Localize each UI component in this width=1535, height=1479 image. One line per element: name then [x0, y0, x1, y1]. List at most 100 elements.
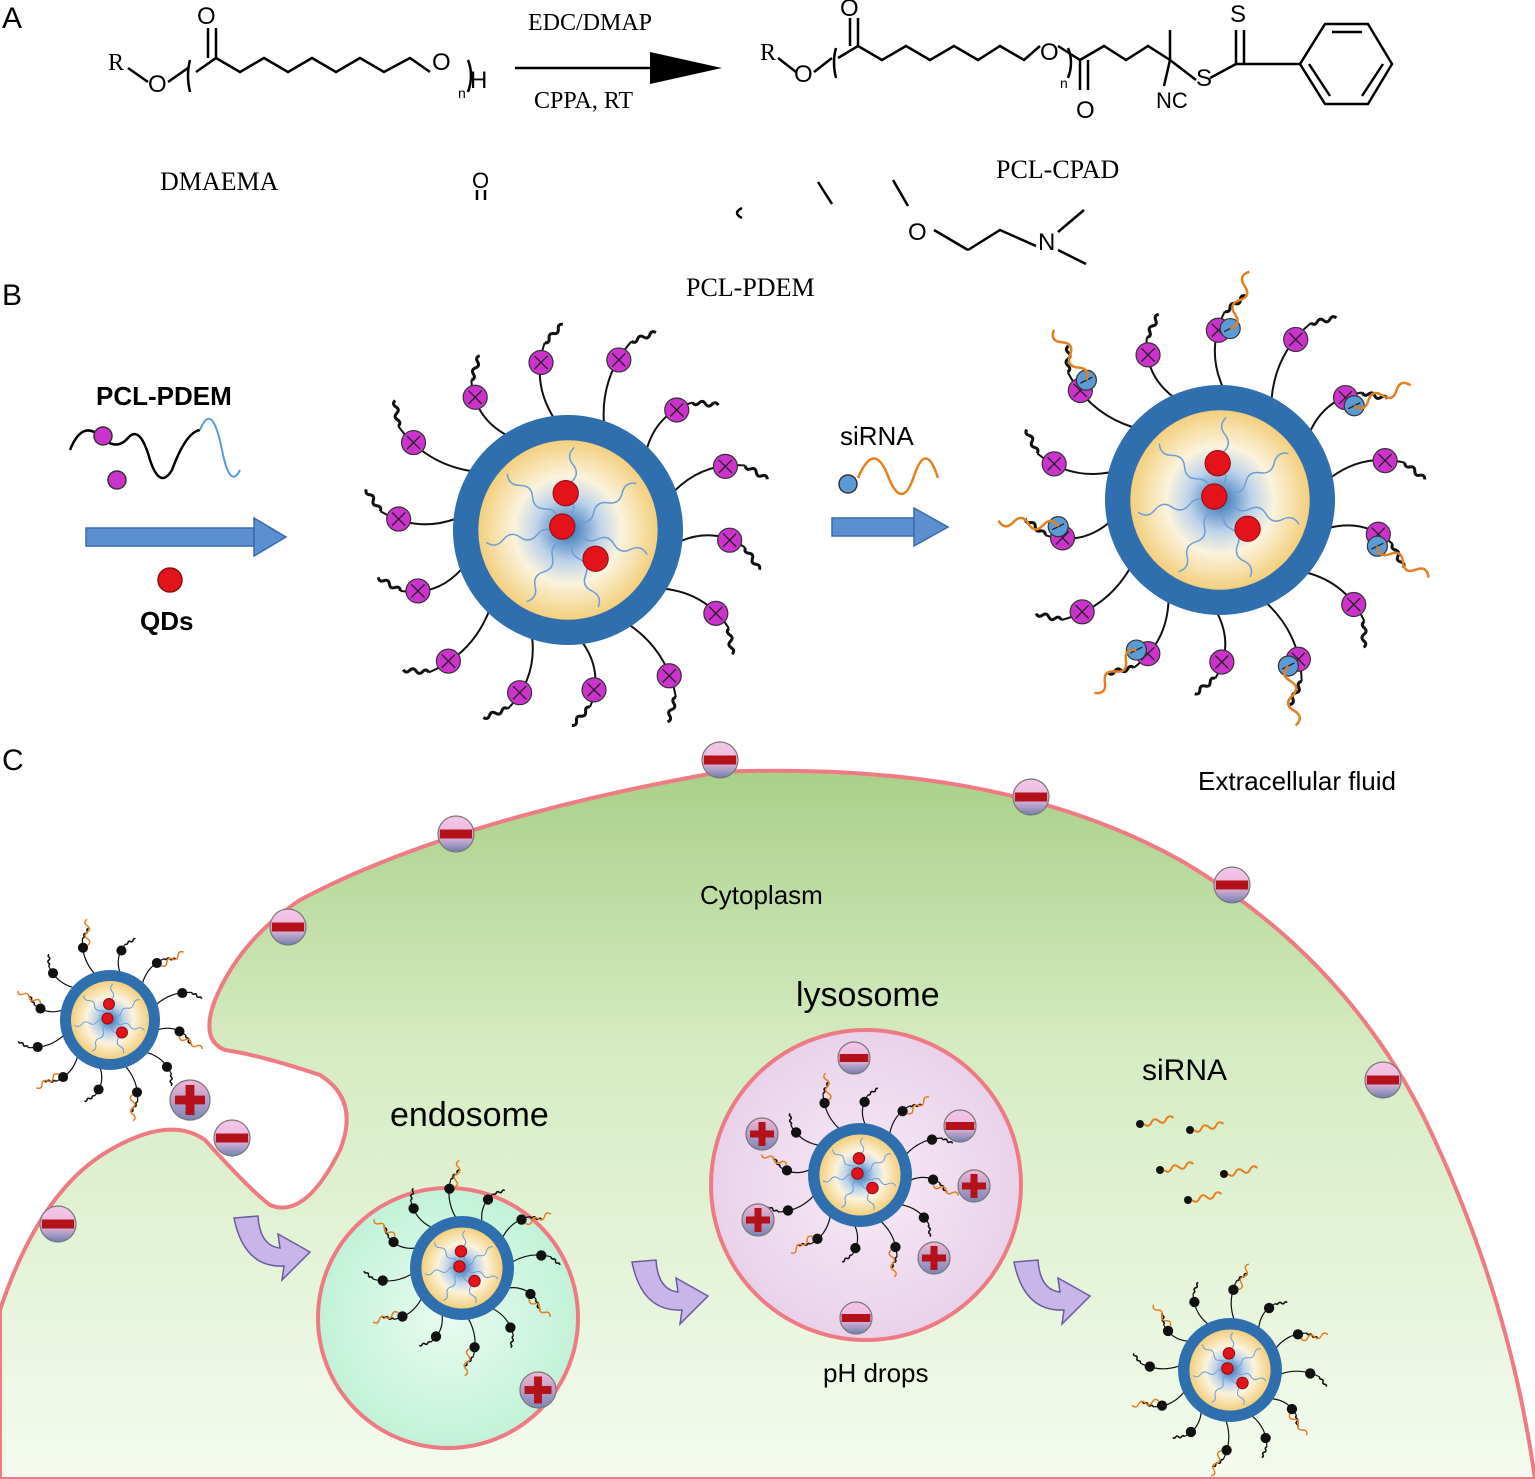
corona-tail: [630, 330, 657, 344]
sirna-strand: [888, 1249, 897, 1278]
sirna-label-b: siRNA: [840, 421, 914, 451]
corona-tail: [1034, 612, 1063, 622]
corona-chain: [901, 1204, 930, 1226]
core-strand: [467, 1269, 499, 1280]
corona-chain: [156, 991, 193, 1005]
corona-tail: [169, 1073, 173, 1087]
quantum-dot: [549, 513, 576, 540]
sirna-strand: [373, 1219, 396, 1237]
corona-chain: [397, 425, 473, 473]
corona-chain: [27, 1035, 64, 1049]
corona-tail: [191, 992, 203, 999]
core-strand: [1178, 511, 1214, 573]
quantum-dot: [1204, 450, 1231, 477]
charged-bead: [1162, 1325, 1174, 1337]
quantum-dot: [103, 998, 115, 1010]
corona-tail: [364, 488, 383, 512]
sirna-strand: [932, 1184, 960, 1196]
fragment-o: O: [472, 168, 489, 193]
corona-chain: [393, 1298, 422, 1321]
charged-bead: [93, 1084, 104, 1095]
core-strand: [861, 1180, 875, 1211]
product-o-mid: O: [1040, 39, 1059, 66]
corona-tail: [509, 1335, 515, 1349]
corona-tail: [1194, 676, 1216, 696]
corona-chain: [141, 957, 165, 984]
corona-tail: [84, 1094, 95, 1103]
corona-tail: [1146, 312, 1160, 339]
charged-bead: [161, 1061, 173, 1072]
core-strand: [580, 533, 648, 555]
reactant-structure: [127, 28, 473, 93]
sirna-strand: [1288, 1413, 1308, 1436]
corona-chain: [1066, 371, 1135, 429]
sirna-strand: [1193, 1121, 1225, 1133]
corona-tail: [841, 1254, 853, 1263]
corona-chain: [1140, 1362, 1180, 1370]
corona-chain: [502, 1215, 531, 1238]
charged-bead: [177, 987, 188, 999]
corona-chain: [448, 1178, 457, 1218]
charged-bead: [482, 1194, 494, 1205]
sirna-strand: [907, 1096, 930, 1115]
reactant-o-ester: O: [148, 71, 167, 98]
sirna-strand: [1227, 1165, 1259, 1177]
charged-bead: [927, 1174, 939, 1185]
corona-chain: [492, 1308, 515, 1337]
core-strand: [571, 542, 601, 608]
qd-label: QDs: [140, 606, 193, 636]
sirna-strand: [129, 1094, 136, 1122]
corona-chain: [790, 1124, 819, 1146]
quantum-dot: [552, 480, 579, 507]
corona-chain: [628, 623, 677, 698]
corona-chain: [1275, 1332, 1307, 1349]
sirna-bead: [1156, 1166, 1164, 1174]
corona-tail: [725, 627, 736, 656]
free-sirna-group: [1136, 1115, 1259, 1204]
corona-tail: [927, 1224, 932, 1238]
core-strand: [1232, 503, 1300, 525]
sirna-strand: [372, 1310, 399, 1324]
corona-chain: [125, 1066, 139, 1103]
charged-bead: [1260, 1432, 1271, 1444]
panel-a: A R O O O n H EDC/DMAP CPPA, RT: [2, 0, 1394, 302]
product-s-thio: S: [1230, 1, 1246, 28]
charged-bead: [151, 957, 162, 969]
core-strand: [1137, 498, 1207, 516]
corona-chain: [1251, 1415, 1268, 1447]
corona-tail: [482, 706, 509, 721]
charged-bead: [536, 1250, 547, 1261]
quantum-dot: [453, 1260, 466, 1273]
core-strand: [1211, 1374, 1228, 1403]
sirna-strand: [1163, 1161, 1195, 1173]
core-strand: [1235, 1348, 1262, 1368]
core-strand: [91, 1024, 108, 1052]
sirna-strand: [528, 1299, 551, 1317]
sirna-strand: [1353, 381, 1412, 410]
sirna-strand: [525, 1212, 552, 1226]
corona-tail: [409, 1187, 415, 1201]
sirna-strand: [161, 950, 184, 968]
quantum-dot: [1236, 1376, 1249, 1390]
corona-tail: [743, 465, 769, 480]
corona-tail: [544, 322, 563, 345]
core-strand: [74, 1019, 105, 1028]
corona-tail: [1309, 315, 1338, 326]
charged-bead: [469, 1342, 480, 1353]
membrane-charges: [39, 741, 1402, 1243]
corona-chain: [889, 1105, 911, 1134]
corona-tail: [1172, 1434, 1186, 1439]
product-o-ester: O: [794, 61, 813, 88]
product-n: n: [1060, 75, 1068, 91]
charged-bead: [516, 1214, 527, 1225]
core-strand: [1158, 443, 1211, 491]
corona-chain: [81, 937, 95, 974]
fragment-o-ether: O: [908, 219, 927, 246]
sirna-strand: [760, 1154, 788, 1166]
charged-bead: [859, 1096, 870, 1108]
corona-chain: [880, 1221, 898, 1258]
corona-chain: [1280, 1370, 1320, 1378]
panel-b-label: B: [2, 279, 22, 312]
corona-chain: [372, 1273, 412, 1282]
corona-tail: [691, 399, 720, 408]
